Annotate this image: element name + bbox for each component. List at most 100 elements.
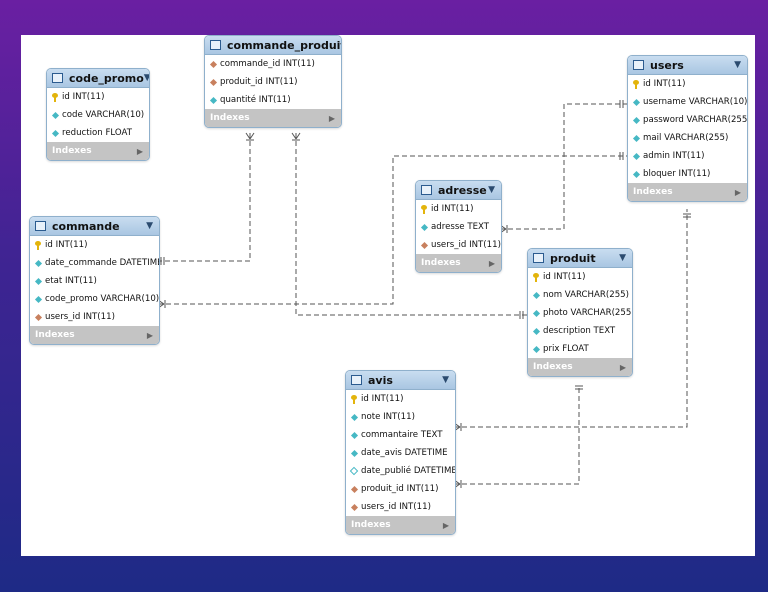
indexes-section[interactable]: Indexes ▶ [528, 358, 632, 376]
column-row[interactable]: description TEXT [528, 322, 632, 340]
column-label: prix FLOAT [543, 344, 589, 354]
column-row[interactable]: users_id INT(11) [346, 498, 455, 516]
indexes-label: Indexes [351, 520, 391, 530]
column-icon [419, 223, 429, 231]
column-row[interactable]: commantaire TEXT [346, 426, 455, 444]
table-users[interactable]: users ▼ id INT(11)username VARCHAR(10)pa… [627, 55, 748, 202]
collapse-arrow-icon[interactable]: ▼ [619, 253, 626, 263]
column-row[interactable]: mail VARCHAR(255) [628, 129, 747, 147]
column-row[interactable]: id INT(11) [47, 88, 149, 106]
collapse-arrow-icon[interactable]: ▼ [146, 221, 153, 231]
column-row[interactable]: reduction FLOAT [47, 124, 149, 142]
column-label: photo VARCHAR(255) [543, 308, 633, 318]
expand-arrow-icon[interactable]: ▶ [442, 520, 449, 530]
column-row[interactable]: quantité INT(11) [205, 91, 341, 109]
column-label: bloquer INT(11) [643, 169, 711, 179]
collapse-arrow-icon[interactable]: ▼ [488, 185, 495, 195]
column-label: commantaire TEXT [361, 430, 443, 440]
table-header[interactable]: commande ▼ [30, 217, 159, 236]
column-row[interactable]: id INT(11) [528, 268, 632, 286]
table-adresse[interactable]: adresse ▼ id INT(11)adresse TEXT users_id… [415, 180, 502, 273]
column-icon [50, 111, 60, 119]
column-row[interactable]: note INT(11) [346, 408, 455, 426]
column-icon [208, 96, 218, 104]
column-label: id INT(11) [45, 240, 88, 250]
table-icon [633, 60, 644, 70]
foreign-key-icon [208, 60, 218, 68]
column-row[interactable]: id INT(11) [30, 236, 159, 254]
column-row[interactable]: prix FLOAT [528, 340, 632, 358]
crows-foot-many [291, 132, 297, 140]
expand-arrow-icon[interactable]: ▶ [136, 146, 143, 156]
link-avis-produit [454, 386, 580, 485]
column-row[interactable]: id INT(11) [416, 200, 501, 218]
crows-foot-many [249, 132, 255, 140]
table-header[interactable]: commande_produit ▼ [205, 36, 341, 55]
column-row[interactable]: date_commande DATETIME [30, 254, 159, 272]
column-row[interactable]: commande_id INT(11) [205, 55, 341, 73]
table-header[interactable]: code_promo ▼ [47, 69, 149, 88]
column-label: code VARCHAR(10) [62, 110, 145, 120]
column-label: id INT(11) [361, 394, 404, 404]
column-icon [631, 170, 641, 178]
table-header[interactable]: produit ▼ [528, 249, 632, 268]
column-row[interactable]: users_id INT(11) [416, 236, 501, 254]
column-row[interactable]: produit_id INT(11) [205, 73, 341, 91]
table-name: users [650, 58, 684, 72]
column-row[interactable]: id INT(11) [346, 390, 455, 408]
table-header[interactable]: users ▼ [628, 56, 747, 75]
expand-arrow-icon[interactable]: ▶ [488, 258, 495, 268]
column-row[interactable]: bloquer INT(11) [628, 165, 747, 183]
table-produit[interactable]: produit ▼ id INT(11)nom VARCHAR(255) phot… [527, 248, 633, 377]
expand-arrow-icon[interactable]: ▶ [734, 187, 741, 197]
indexes-label: Indexes [533, 362, 573, 372]
collapse-arrow-icon[interactable]: ▼ [442, 375, 449, 385]
column-icon [33, 259, 43, 267]
expand-arrow-icon[interactable]: ▶ [328, 113, 335, 123]
column-label: date_commande DATETIME [45, 258, 160, 268]
expand-arrow-icon[interactable]: ▶ [619, 362, 626, 372]
nullable-column-icon [349, 466, 359, 476]
column-row[interactable]: username VARCHAR(10) [628, 93, 747, 111]
collapse-arrow-icon[interactable]: ▼ [144, 73, 149, 83]
column-label: id INT(11) [62, 92, 105, 102]
table-commande[interactable]: commande ▼ id INT(11) date_commande DATET… [29, 216, 160, 345]
column-label: note INT(11) [361, 412, 415, 422]
indexes-label: Indexes [52, 146, 92, 156]
link-commande-produit-produit [295, 133, 527, 316]
table-icon [351, 375, 362, 385]
table-header[interactable]: avis ▼ [346, 371, 455, 390]
column-row[interactable]: photo VARCHAR(255) [528, 304, 632, 322]
indexes-section[interactable]: Indexes ▶ [205, 109, 341, 127]
column-icon [33, 295, 43, 303]
table-code-promo[interactable]: code_promo ▼ id INT(11) code VARCHAR(10) r… [46, 68, 150, 161]
column-row[interactable]: users_id INT(11) [30, 308, 159, 326]
column-row[interactable]: admin INT(11) [628, 147, 747, 165]
column-icon [33, 277, 43, 285]
column-row[interactable]: etat INT(11) [30, 272, 159, 290]
table-avis[interactable]: avis ▼ id INT(11) note INT(11) commantaire… [345, 370, 456, 535]
key-icon [50, 92, 60, 102]
column-row[interactable]: code VARCHAR(10) [47, 106, 149, 124]
table-name: adresse [438, 183, 487, 197]
indexes-label: Indexes [210, 113, 250, 123]
column-row[interactable]: adresse TEXT [416, 218, 501, 236]
collapse-arrow-icon[interactable]: ▼ [734, 60, 741, 70]
column-row[interactable]: produit_id INT(11) [346, 480, 455, 498]
column-row[interactable]: code_promo VARCHAR(10) [30, 290, 159, 308]
indexes-section[interactable]: Indexes ▶ [30, 326, 159, 344]
column-row[interactable]: nom VARCHAR(255) [528, 286, 632, 304]
expand-arrow-icon[interactable]: ▶ [146, 330, 153, 340]
column-label: mail VARCHAR(255) [643, 133, 729, 143]
column-label: users_id INT(11) [431, 240, 501, 250]
column-row[interactable]: password VARCHAR(255) [628, 111, 747, 129]
column-row[interactable]: date_publié DATETIME [346, 462, 455, 480]
indexes-section[interactable]: Indexes ▶ [346, 516, 455, 534]
indexes-section[interactable]: Indexes ▶ [47, 142, 149, 160]
table-commande-produit[interactable]: commande_produit ▼ commande_id INT(11)pr… [204, 35, 342, 128]
indexes-section[interactable]: Indexes ▶ [628, 183, 747, 201]
indexes-section[interactable]: Indexes ▶ [416, 254, 501, 272]
column-row[interactable]: id INT(11) [628, 75, 747, 93]
table-header[interactable]: adresse ▼ [416, 181, 501, 200]
column-row[interactable]: date_avis DATETIME [346, 444, 455, 462]
